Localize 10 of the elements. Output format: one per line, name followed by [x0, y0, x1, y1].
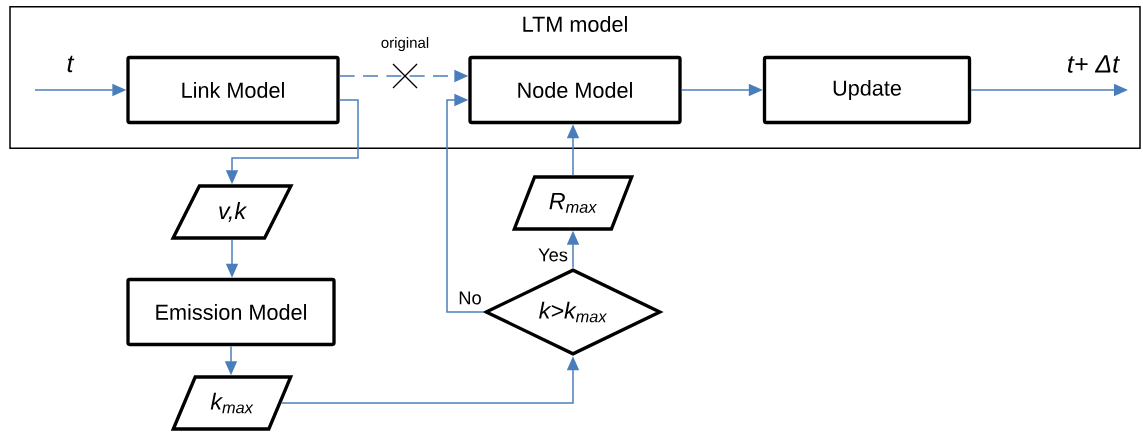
arrow — [446, 93, 485, 313]
process-box: Link Model — [126, 55, 340, 125]
edge-label: No — [456, 289, 484, 307]
process-box: Emission Model — [126, 277, 336, 347]
edge-label: original — [379, 35, 431, 53]
process-box: Node Model — [468, 55, 682, 125]
edge-label: Yes — [536, 246, 570, 264]
process-box: Update — [762, 55, 972, 125]
edge-label: t+ Δt — [1065, 53, 1121, 75]
edge-label: t — [64, 54, 76, 74]
